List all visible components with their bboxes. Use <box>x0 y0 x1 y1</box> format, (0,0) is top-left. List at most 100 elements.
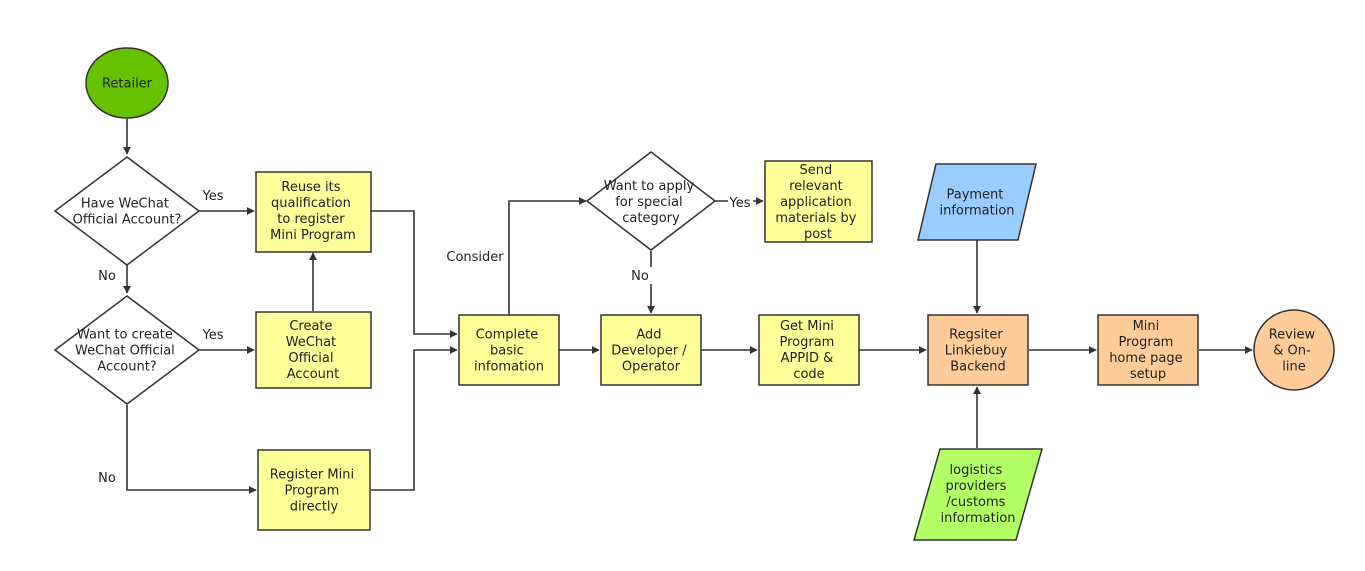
svg-text:Payment information: Payment information <box>939 188 1014 219</box>
node-want-create-line: Want to create <box>77 328 173 343</box>
process-box <box>255 311 372 389</box>
node-want-create-line: Account? <box>97 360 156 375</box>
edges <box>123 118 1253 494</box>
node-payment-line: Payment <box>946 188 1003 203</box>
node-reuse-line: to register <box>277 212 345 227</box>
node-special-line: for special <box>615 195 682 210</box>
node-retailer-line: Retailer <box>102 77 153 92</box>
node-complete-process: Complete basic infomation <box>458 314 560 386</box>
node-send-line: Send <box>800 163 833 178</box>
node-special-decision: Want to apply for special category <box>585 151 717 251</box>
node-get-appid-process: Get Mini Program APPID & code <box>758 314 860 386</box>
node-send-process: Send relevant application materials by p… <box>764 160 873 243</box>
data-parallelogram <box>917 163 1037 241</box>
node-review-line: Review <box>1269 328 1316 343</box>
node-create-line: WeChat <box>286 335 336 350</box>
edge-labels: Yes No Yes No Consider Yes No <box>94 187 753 486</box>
node-register-direct-line: Program <box>285 484 340 499</box>
svg-text:logistics providers: logistics providers /customs information <box>940 463 1015 526</box>
node-reuse-line: Mini Program <box>270 228 356 243</box>
svg-text:Reuse its qualificatio: Reuse its qualification to register Mini… <box>270 180 356 243</box>
edge-reuse-to-complete <box>371 210 458 338</box>
process-box <box>458 314 560 386</box>
svg-text:Register Mini Program: Register Mini Program directly <box>270 468 358 515</box>
svg-text:Get Mini Program: Get Mini Program APPID & code <box>780 319 839 382</box>
node-add-dev-process: Add Developer / Operator <box>600 314 702 386</box>
decision-diamond <box>585 151 717 251</box>
node-get-appid-line: Program <box>780 335 835 350</box>
edge-label-no-create: No <box>98 471 116 486</box>
process-box <box>257 449 371 531</box>
node-review-line: & On- <box>1273 344 1311 359</box>
edge-label-yes-have: Yes <box>202 189 224 204</box>
node-get-appid-line: APPID & <box>781 351 834 366</box>
edge-label-yes-create: Yes <box>202 328 224 343</box>
end-circle <box>1253 309 1335 391</box>
nodes: Retailer Have WeChat Official Account? W… <box>53 47 1335 541</box>
node-reuse-line: Reuse its <box>281 180 340 195</box>
svg-text:Mini Program h: Mini Program home page setup <box>1109 319 1187 382</box>
node-homepage-line: setup <box>1130 367 1166 382</box>
node-complete-line: infomation <box>474 360 544 375</box>
node-reuse-process: Reuse its qualification to register Mini… <box>255 171 372 253</box>
node-homepage-line: home page <box>1109 351 1182 366</box>
node-homepage-process: Mini Program home page setup <box>1097 314 1199 386</box>
start-circle <box>85 47 169 119</box>
node-complete-line: basic <box>490 344 524 359</box>
node-want-create-line: WeChat Official <box>75 344 175 359</box>
process-box <box>764 160 873 243</box>
process-box <box>927 314 1029 386</box>
node-create-process: Create WeChat Official Account <box>255 311 372 389</box>
node-logistics-line: logistics <box>950 463 1003 478</box>
node-add-dev-line: Operator <box>622 360 681 375</box>
node-send-line: post <box>804 227 832 242</box>
node-register-direct-line: Register Mini <box>270 468 354 483</box>
node-review-line: line <box>1282 360 1305 375</box>
node-send-line: materials by <box>775 211 856 226</box>
svg-text:Send relevant: Send relevant application materials by p… <box>775 163 860 242</box>
node-create-line: Create <box>289 319 332 334</box>
process-box <box>1097 314 1199 386</box>
edge-label-background <box>94 267 119 284</box>
svg-text:Retailer: Retailer <box>102 77 153 92</box>
edge-label-no-have: No <box>98 269 116 284</box>
node-send-line: relevant <box>789 179 843 194</box>
edge-want-create-no-to-register-direct <box>126 405 257 494</box>
data-parallelogram <box>913 448 1043 541</box>
node-want-create-decision: Want to create WeChat Official Account? <box>53 295 201 405</box>
edge-label-yes-special: Yes <box>729 196 751 211</box>
svg-text:Regsiter Linkiebuy: Regsiter Linkiebuy Backend <box>945 328 1012 375</box>
node-register-direct-process: Register Mini Program directly <box>257 449 371 531</box>
node-special-line: category <box>622 211 680 226</box>
edge-label-background <box>200 326 227 343</box>
process-box <box>255 171 372 253</box>
svg-text:Want to apply for spec: Want to apply for special category <box>604 179 699 226</box>
node-complete-line: Complete <box>476 328 539 343</box>
svg-text:Complete basic: Complete basic infomation <box>474 328 544 375</box>
node-homepage-line: Program <box>1119 335 1174 350</box>
svg-text:Add Developer /: Add Developer / Operator <box>611 328 691 375</box>
node-have-wechat-decision: Have WeChat Official Account? <box>53 156 201 266</box>
node-register-backend-line: Regsiter <box>949 328 1003 343</box>
node-logistics-line: /customs <box>946 495 1005 510</box>
edge-label-background <box>728 194 753 211</box>
node-review: Review & On- line <box>1253 309 1335 391</box>
node-logistics-line: information <box>940 511 1015 526</box>
edge-register-direct-to-complete <box>371 346 458 491</box>
node-special-line: Want to apply <box>604 179 695 194</box>
edge-label-background <box>628 267 653 284</box>
node-logistics-line: providers <box>945 479 1006 494</box>
node-homepage-line: Mini <box>1133 319 1160 334</box>
node-register-backend-line: Backend <box>950 360 1006 375</box>
node-send-line: application <box>780 195 852 210</box>
node-have-wechat-line: Official Account? <box>73 213 182 228</box>
svg-text:Want to create WeChat: Want to create WeChat Official Account? <box>75 328 179 375</box>
svg-text:Review & On- l: Review & On- line <box>1269 328 1320 375</box>
edge-label-consider: Consider <box>446 250 504 265</box>
node-retailer: Retailer <box>85 47 169 119</box>
process-box <box>600 314 702 386</box>
node-payment-input: Payment information <box>917 163 1037 241</box>
svg-text:Have WeChat Official A: Have WeChat Official Account? <box>73 197 182 228</box>
decision-diamond <box>53 295 201 405</box>
